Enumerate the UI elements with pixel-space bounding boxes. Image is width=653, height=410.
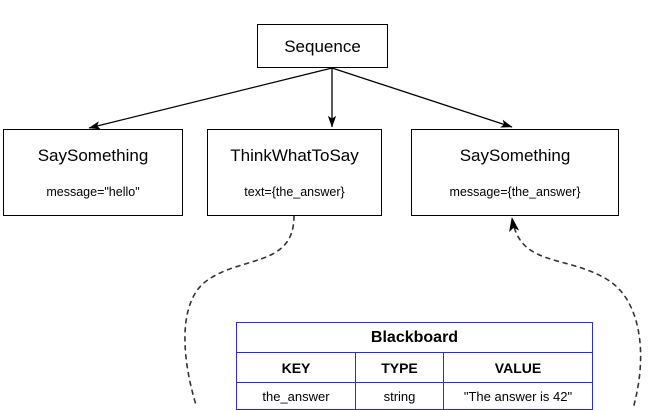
node-say-something-answer[interactable]: SaySomething message={the_answer} [411,129,619,216]
node-say-something-hello[interactable]: SaySomething message="hello" [3,129,183,216]
node-say-something-answer-param: message={the_answer} [449,185,581,199]
blackboard-table: Blackboard KEY TYPE VALUE the_answer str… [236,322,594,410]
node-sequence[interactable]: Sequence [257,24,388,68]
node-think-what-to-say-param: text={the_answer} [244,185,345,199]
cell-key: the_answer [236,382,356,410]
node-say-something-hello-param: message="hello" [46,185,140,199]
column-header-type: TYPE [354,352,444,383]
blackboard-title-row: Blackboard [236,322,593,353]
column-header-key: KEY [236,352,356,383]
node-say-something-answer-title: SaySomething [459,146,571,165]
node-sequence-title: Sequence [284,36,361,56]
edge-sequence-to-say-answer [331,67,513,128]
blackboard-title: Blackboard [236,322,593,353]
column-header-value: VALUE [442,352,594,383]
cell-value: "The answer is 42" [442,382,594,410]
edge-blackboard-to-say-answer [509,217,642,406]
edge-sequence-to-say-hello [88,67,333,130]
node-think-what-to-say[interactable]: ThinkWhatToSay text={the_answer} [207,129,382,216]
node-say-something-hello-title: SaySomething [37,146,149,165]
blackboard-header-row: KEY TYPE VALUE [236,352,594,383]
cell-type: string [354,382,444,410]
edge-think-to-blackboard [184,215,295,406]
node-think-what-to-say-title: ThinkWhatToSay [230,146,359,165]
table-row: the_answer string "The answer is 42" [236,382,594,410]
